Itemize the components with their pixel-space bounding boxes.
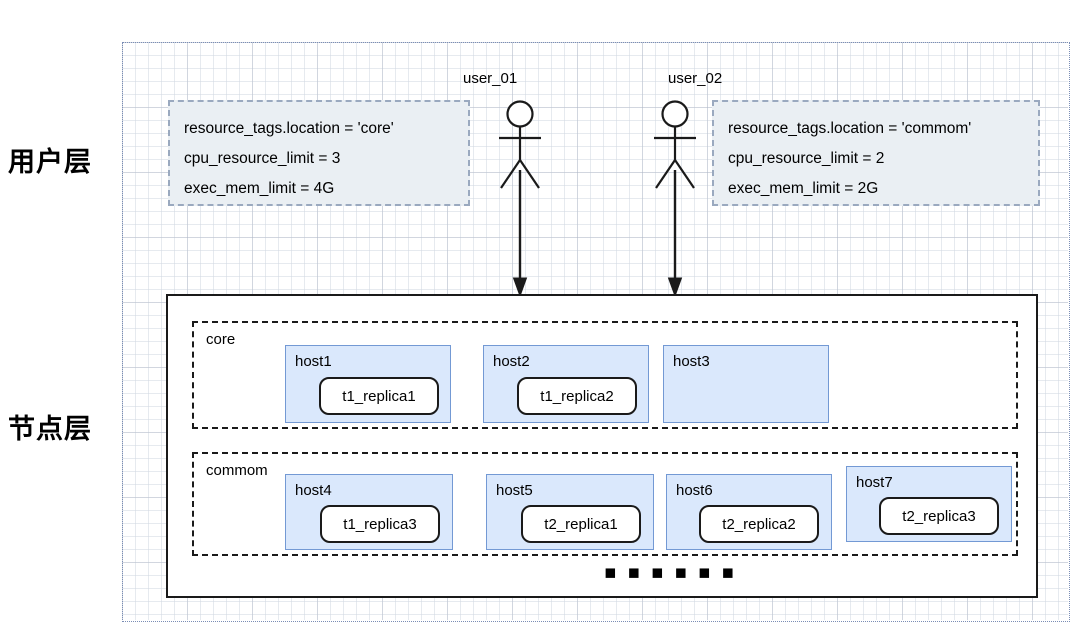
user-layer-caption: 用户层: [8, 147, 92, 178]
node-layer-caption: 节点层: [8, 414, 92, 445]
property-line: resource_tags.location = 'commom': [728, 120, 972, 137]
host-label: host4: [295, 482, 332, 499]
zone-commom-label: commom: [206, 462, 268, 479]
property-line: cpu_resource_limit = 3: [184, 150, 341, 167]
host-box-host4[interactable]: host4 t1_replica3: [285, 474, 453, 550]
replica-box[interactable]: t1_replica3: [320, 505, 440, 543]
replica-box[interactable]: t1_replica2: [517, 377, 637, 415]
user-02-label: user_02: [668, 70, 723, 87]
zone-commom: commom: [192, 452, 1018, 556]
replica-box[interactable]: t2_replica3: [879, 497, 999, 535]
property-line: resource_tags.location = 'core': [184, 120, 394, 137]
replica-box[interactable]: t1_replica1: [319, 377, 439, 415]
user-02-to-node-layer-arrow: [667, 170, 683, 298]
user-01-actor-icon: [499, 100, 541, 189]
replica-box[interactable]: t2_replica2: [699, 505, 819, 543]
host-box-host5[interactable]: host5 t2_replica1: [486, 474, 654, 550]
zone-core-label: core: [206, 331, 236, 348]
user-01-properties-panel: resource_tags.location = 'core' cpu_reso…: [168, 100, 470, 206]
host-box-host1[interactable]: host1 t1_replica1: [285, 345, 451, 423]
property-line: cpu_resource_limit = 2: [728, 150, 885, 167]
user-02-properties-panel: resource_tags.location = 'commom' cpu_re…: [712, 100, 1040, 206]
host-label: host5: [496, 482, 533, 499]
property-line: exec_mem_limit = 2G: [728, 180, 879, 197]
more-hosts-ellipsis: ▪ ▪ ▪ ▪ ▪ ▪: [604, 561, 737, 583]
host-label: host7: [856, 474, 893, 491]
property-line: exec_mem_limit = 4G: [184, 180, 335, 197]
replica-box[interactable]: t2_replica1: [521, 505, 641, 543]
host-box-host7[interactable]: host7 t2_replica3: [846, 466, 1012, 542]
user-01-to-node-layer-arrow: [512, 170, 528, 298]
user-01-label: user_01: [463, 70, 518, 87]
host-box-host2[interactable]: host2 t1_replica2: [483, 345, 649, 423]
host-box-host6[interactable]: host6 t2_replica2: [666, 474, 832, 550]
host-box-host3[interactable]: host3: [663, 345, 829, 423]
host-label: host1: [295, 353, 332, 370]
host-label: host2: [493, 353, 530, 370]
host-label: host6: [676, 482, 713, 499]
zone-core: core: [192, 321, 1018, 429]
host-label: host3: [673, 353, 710, 370]
user-02-actor-icon: [654, 100, 696, 189]
